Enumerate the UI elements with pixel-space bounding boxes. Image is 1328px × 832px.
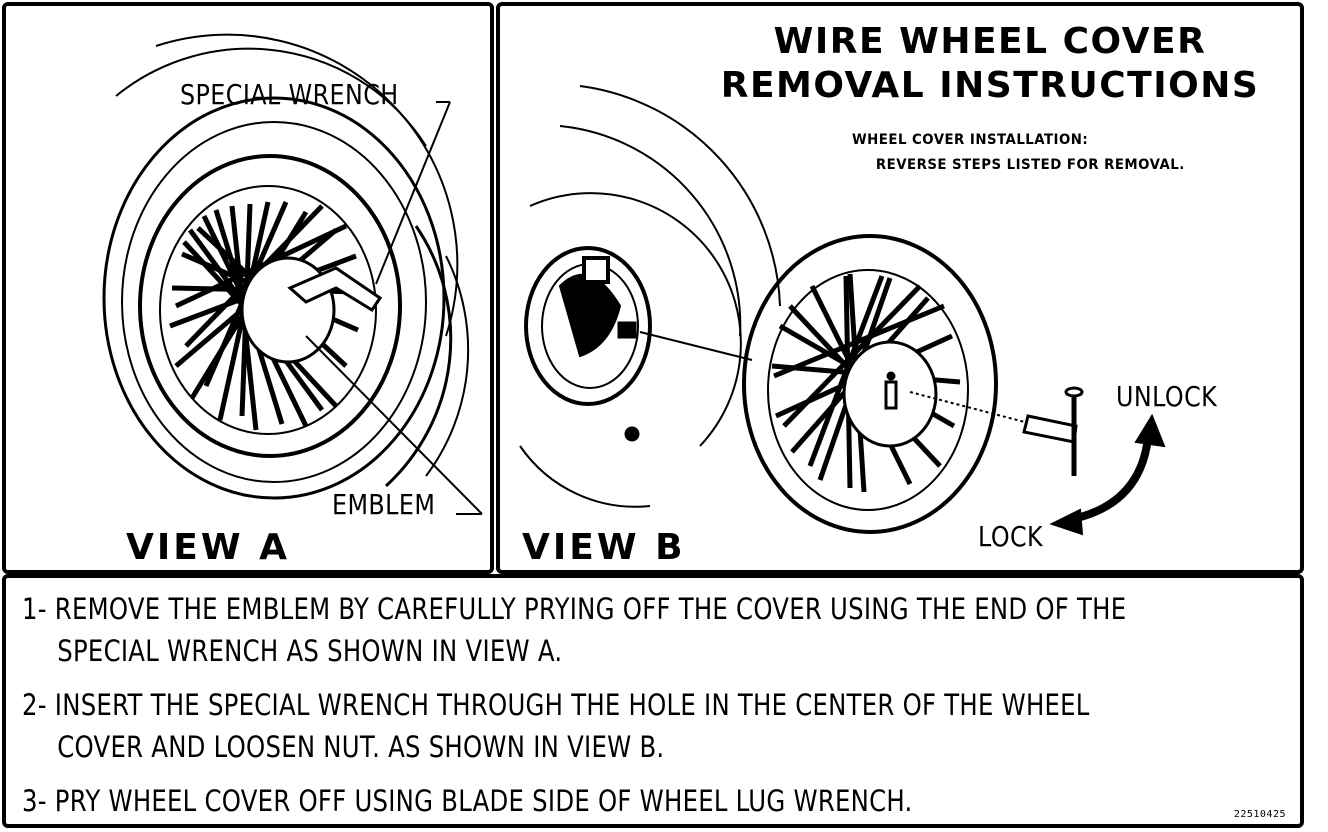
lock-callout: LOCK	[978, 520, 1044, 553]
installation-note-line-2: REVERSE STEPS LISTED FOR REMOVAL.	[875, 157, 1185, 173]
step-3: 3- PRY WHEEL COVER OFF USING BLADE SIDE …	[22, 780, 913, 822]
step-3-line-1: 3- PRY WHEEL COVER OFF USING BLADE SIDE …	[22, 780, 913, 822]
view-b-illustration	[519, 85, 1166, 536]
instructions-title: WIRE WHEEL COVER REMOVAL INSTRUCTIONS	[710, 20, 1270, 108]
title-line-1: WIRE WHEEL COVER	[773, 21, 1207, 62]
step-3-text-1: PRY WHEEL COVER OFF USING BLADE SIDE OF …	[54, 784, 913, 818]
installation-note-line-1: WHEEL COVER INSTALLATION:	[852, 132, 1089, 148]
step-3-number: 3-	[22, 784, 47, 818]
installation-note: WHEEL COVER INSTALLATION: REVERSE STEPS …	[852, 128, 1185, 178]
title-line-2: REMOVAL INSTRUCTIONS	[720, 65, 1260, 106]
instructions-steps-panel: 1- REMOVE THE EMBLEM BY CAREFULLY PRYING…	[2, 574, 1304, 828]
step-1-number: 1-	[22, 592, 47, 626]
unlock-callout: UNLOCK	[1116, 380, 1218, 413]
view-a-panel: SPECIAL WRENCH EMBLEM VIEW A	[2, 2, 494, 574]
special-wrench-callout: SPECIAL WRENCH	[180, 78, 399, 111]
step-2-number: 2-	[22, 688, 47, 722]
step-1-line-2: SPECIAL WRENCH AS SHOWN IN VIEW A.	[57, 634, 563, 668]
step-1-line-1: 1- REMOVE THE EMBLEM BY CAREFULLY PRYING…	[22, 588, 1126, 630]
emblem-callout: EMBLEM	[332, 488, 436, 521]
view-a-label: VIEW A	[126, 527, 290, 568]
step-2-line-1: 2- INSERT THE SPECIAL WRENCH THROUGH THE…	[22, 684, 1090, 726]
view-a-illustration	[102, 33, 483, 515]
view-b-label: VIEW B	[522, 527, 686, 568]
part-number: 22510425	[1233, 809, 1286, 820]
view-b-panel: WIRE WHEEL COVER REMOVAL INSTRUCTIONS WH…	[496, 2, 1304, 574]
step-2: 2- INSERT THE SPECIAL WRENCH THROUGH THE…	[22, 684, 1090, 768]
step-1-text-1: REMOVE THE EMBLEM BY CAREFULLY PRYING OF…	[54, 592, 1127, 626]
step-2-line-2: COVER AND LOOSEN NUT. AS SHOWN IN VIEW B…	[57, 730, 665, 764]
step-2-text-1: INSERT THE SPECIAL WRENCH THROUGH THE HO…	[54, 688, 1090, 722]
step-1: 1- REMOVE THE EMBLEM BY CAREFULLY PRYING…	[22, 588, 1126, 672]
